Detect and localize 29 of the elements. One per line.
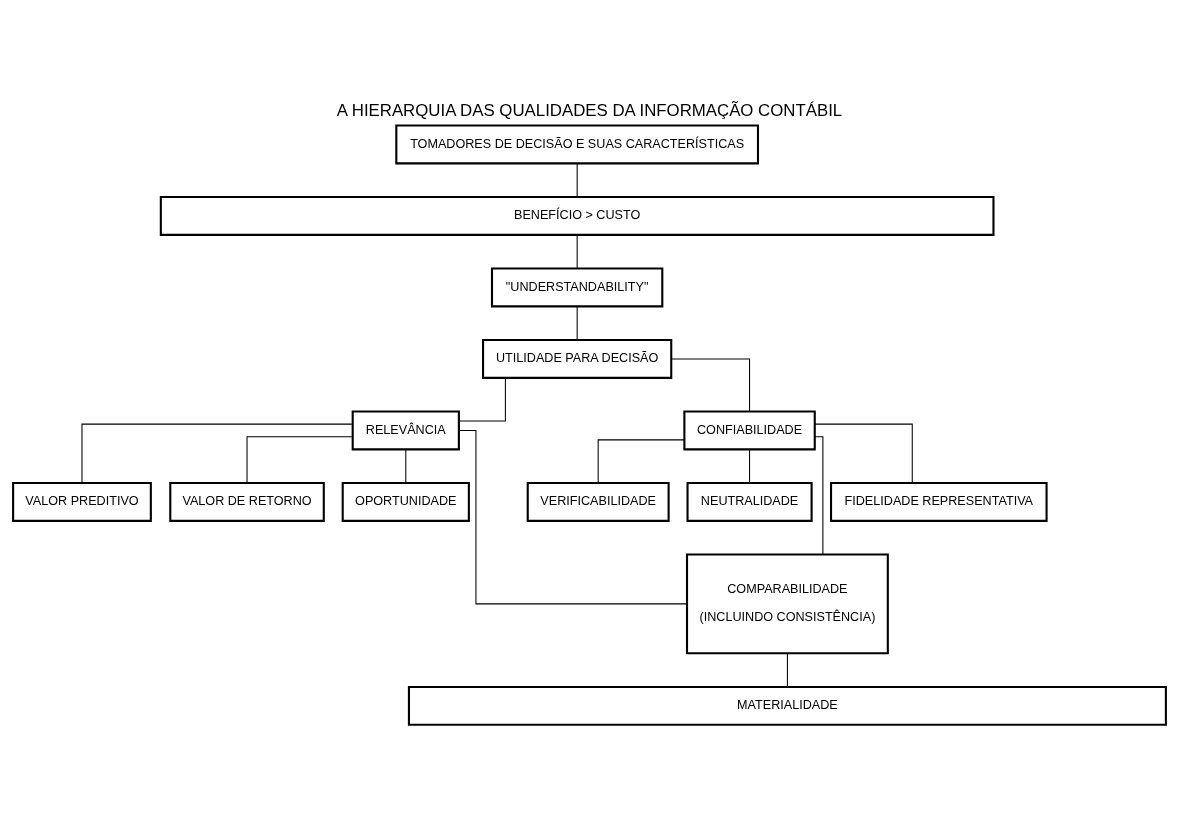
node-box: VALOR PREDITIVO [12, 481, 152, 522]
node-box: FIDELIDADE REPRESENTATIVA [830, 481, 1048, 522]
diagram-title: A HIERARQUIA DAS QUALIDADES DA INFORMAÇÃO CONTÁBIL [336, 100, 843, 120]
node-box: COMPARABILIDADE (INCLUINDO CONSISTÊNCIA) [685, 553, 889, 655]
connector [749, 449, 751, 484]
node-box: VALOR DE RETORNO [169, 481, 325, 522]
connector [246, 436, 353, 484]
node-box: UTILIDADE PARA DECISÃO [482, 338, 673, 379]
node-box: BENEFÍCIO > CUSTO [159, 196, 995, 236]
connector [81, 423, 354, 484]
node-box: TOMADORES DE DECISÃO E SUAS CARACTERÍSTICAS [395, 124, 759, 165]
node-box: "UNDERSTANDABILITY" [490, 267, 664, 308]
connector [597, 439, 685, 484]
connector [576, 163, 578, 198]
connector [814, 423, 913, 484]
node-box: CONFIABILIDADE [683, 410, 816, 451]
connector [576, 306, 578, 341]
node-box: NEUTRALIDADE [686, 481, 813, 522]
connector [670, 358, 751, 412]
node-box: MATERIALIDADE [407, 685, 1167, 726]
node-box: RELEVÂNCIA [351, 410, 460, 451]
connector [405, 449, 407, 484]
connector [458, 429, 688, 605]
connector [814, 436, 824, 555]
connector [786, 652, 788, 688]
connector [576, 234, 578, 269]
connector [458, 377, 506, 422]
node-box: VERIFICABILIDADE [526, 481, 670, 522]
node-box: OPORTUNIDADE [341, 481, 470, 522]
